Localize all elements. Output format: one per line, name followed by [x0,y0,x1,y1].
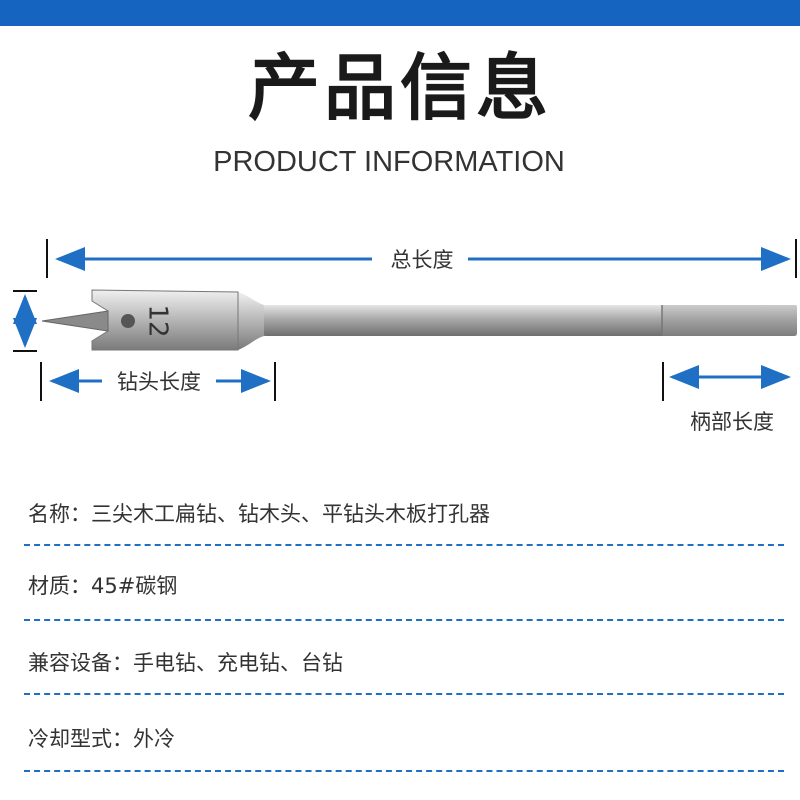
spec-divider [24,544,784,546]
spec-value: 外冷 [133,727,175,751]
top-accent-bar [0,0,800,26]
spec-label: 兼容设备： [28,651,133,675]
bit-size-marking: 12 [143,304,173,337]
spec-divider [24,770,784,772]
shank-length-label: 柄部长度 [690,410,774,434]
total-length-dimension: 总长度 [46,239,797,278]
spec-label: 材质： [28,574,91,598]
spec-label: 冷却型式： [28,727,133,751]
spec-row-name: 名称：三尖木工扁钻、钻木头、平钻头木板打孔器 [28,496,778,532]
spec-label: 名称： [28,502,91,526]
page-subtitle: PRODUCT INFORMATION [213,146,565,178]
spec-row-compatible-devices: 兼容设备：手电钻、充电钻、台钻 [28,645,778,681]
spec-divider [24,693,784,695]
spec-row-material: 材质：45#碳钢 [28,568,778,604]
bit-head-length-label: 钻头长度 [117,370,201,394]
blade-width-dimension [13,290,37,352]
page-title: 产品信息 [247,46,552,130]
bit-head-length-dimension: 钻头长度 [40,362,276,401]
shank-length-dimension: 柄部长度 [662,362,791,434]
spec-value: 三尖木工扁钻、钻木头、平钻头木板打孔器 [91,502,490,526]
drill-bit-image: 12 [41,289,797,351]
spec-row-cooling: 冷却型式：外冷 [28,721,778,757]
drill-bit-diagram: 总长度 12 钻头长度 [0,225,800,455]
total-length-label: 总长度 [391,248,454,272]
spec-value: 手电钻、充电钻、台钻 [133,651,343,675]
spec-divider [24,619,784,621]
spec-value: 45#碳钢 [91,574,178,598]
